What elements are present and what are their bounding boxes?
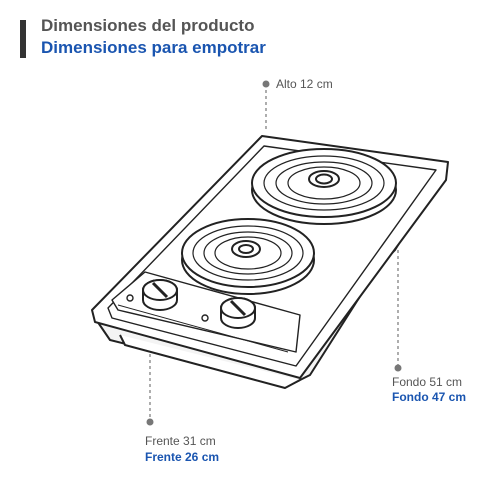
page-subtitle: Dimensiones para empotrar [41, 38, 266, 57]
indicator-lights [126, 294, 209, 322]
depth-product-label: Fondo 51 cm [392, 375, 463, 389]
alto-leader-dot [262, 80, 270, 88]
left-knob [142, 279, 178, 311]
frente-leader-dot [146, 418, 154, 426]
right-knob [220, 297, 256, 329]
front-burner [181, 218, 315, 295]
width-product-label: Frente 31 cm [145, 434, 216, 448]
fondo-leader-dot [394, 364, 402, 372]
dimension-leaders [149, 84, 399, 422]
title-accent-bar [20, 20, 26, 58]
rear-burner [251, 148, 397, 225]
page-title: Dimensiones del producto [41, 16, 255, 35]
width-embed-label: Frente 26 cm [145, 450, 220, 464]
height-label: Alto 12 cm [276, 77, 333, 91]
depth-embed-label: Fondo 47 cm [392, 390, 467, 404]
